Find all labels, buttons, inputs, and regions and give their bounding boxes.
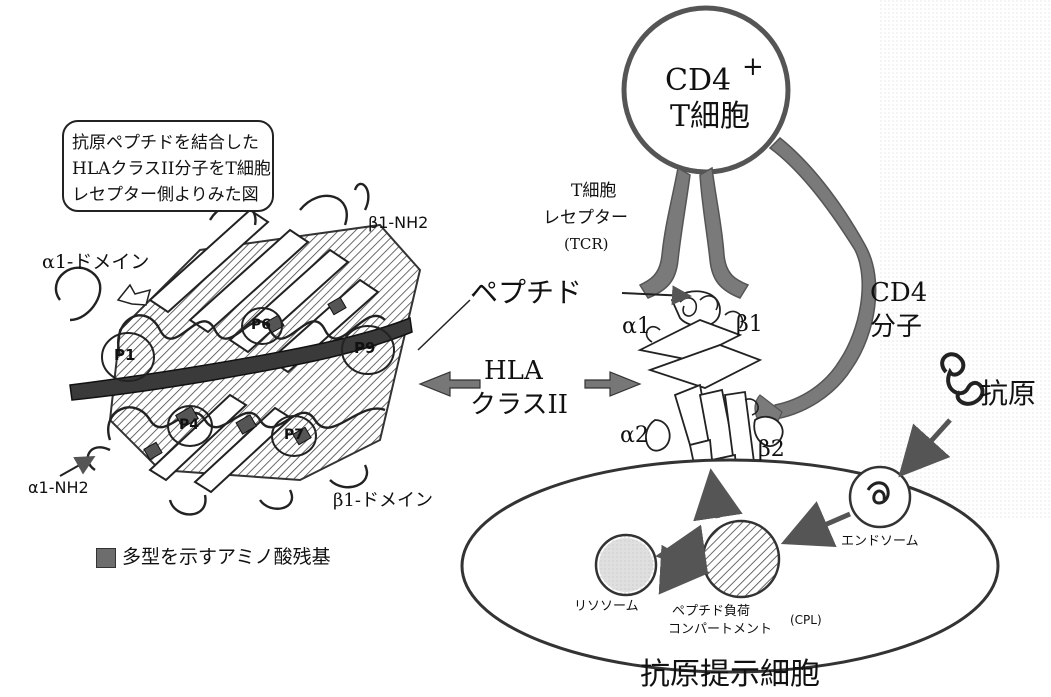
label-p7: P7 <box>284 427 305 443</box>
pocket-p4 <box>167 405 213 447</box>
label-beta1-domain: β1-ドメイン <box>333 490 433 511</box>
alpha1-arrow-icon <box>116 283 152 306</box>
label-alpha1-domain: α1-ドメイン <box>42 251 150 273</box>
hla-structure-topview <box>54 182 471 516</box>
label-p6: P6 <box>251 317 272 333</box>
callout-line1: 抗原ペプチドを結合した <box>72 133 259 153</box>
label-t-cell: T細胞 <box>670 99 751 134</box>
antigen-coil-icon <box>940 352 985 406</box>
label-beta1-nh2: β1-NH2 <box>368 213 429 232</box>
label-beta2: β2 <box>758 437 785 462</box>
background-texture <box>880 0 1051 520</box>
cd4-molecule-shape <box>768 136 877 421</box>
label-plus: + <box>742 52 764 82</box>
peptide-pointer-line <box>417 299 471 351</box>
tcr-shape <box>638 166 750 299</box>
label-p9: P9 <box>354 339 376 357</box>
pocket-p9 <box>341 325 395 375</box>
label-cpl-line1: ペプチド負荷 <box>672 604 751 619</box>
label-apc-title: 抗原提示細胞 <box>640 657 820 692</box>
antigen-arrow-icon <box>898 418 952 478</box>
cpl-circle <box>701 519 781 599</box>
label-cd4: CD4 <box>665 63 732 98</box>
label-tcr-line3: (TCR) <box>564 235 609 253</box>
label-hla: HLA <box>484 356 543 386</box>
alpha1-nh2-arrow-icon <box>59 456 96 477</box>
label-alpha1: α1 <box>622 314 651 339</box>
legend-text: 多型を示すアミノ酸残基 <box>122 546 331 568</box>
label-cd4-molecule-line2: 分子 <box>870 312 923 342</box>
label-antigen: 抗原 <box>980 377 1037 410</box>
label-cd4-molecule-line1: CD4 <box>870 278 928 308</box>
label-p4: P4 <box>179 417 200 433</box>
label-class-ii: クラスII <box>470 390 569 420</box>
callout-line3: レセプター側よりみた図 <box>72 185 259 205</box>
label-peptide: ペプチド <box>470 276 583 309</box>
label-endosome: エンドソーム <box>841 534 919 549</box>
label-lysosome: リソソーム <box>574 599 639 614</box>
label-cpl-line2: コンパートメント <box>668 622 773 637</box>
pocket-p1 <box>101 332 155 382</box>
callout-box: 抗原ペプチドを結合した HLAクラスII分子をT細胞 レセプター側よりみた図 <box>62 120 274 212</box>
label-cpl-abbr: (CPL) <box>790 613 822 627</box>
label-alpha1-nh2: α1-NH2 <box>28 478 89 497</box>
pocket-p6 <box>241 307 283 345</box>
label-tcr-line2: レセプター <box>543 208 628 228</box>
label-p1: P1 <box>114 346 136 364</box>
callout-line2: HLAクラスII分子をT細胞 <box>72 159 271 179</box>
label-tcr-line1: T細胞 <box>571 181 617 201</box>
peptide-arrow-icon <box>621 285 692 306</box>
label-beta1: β1 <box>736 312 763 337</box>
legend-swatch <box>96 548 116 568</box>
endosome-circle <box>848 465 912 529</box>
hla-double-arrow-icon <box>418 371 642 397</box>
pocket-p7 <box>271 415 317 457</box>
label-alpha2: α2 <box>620 423 649 448</box>
